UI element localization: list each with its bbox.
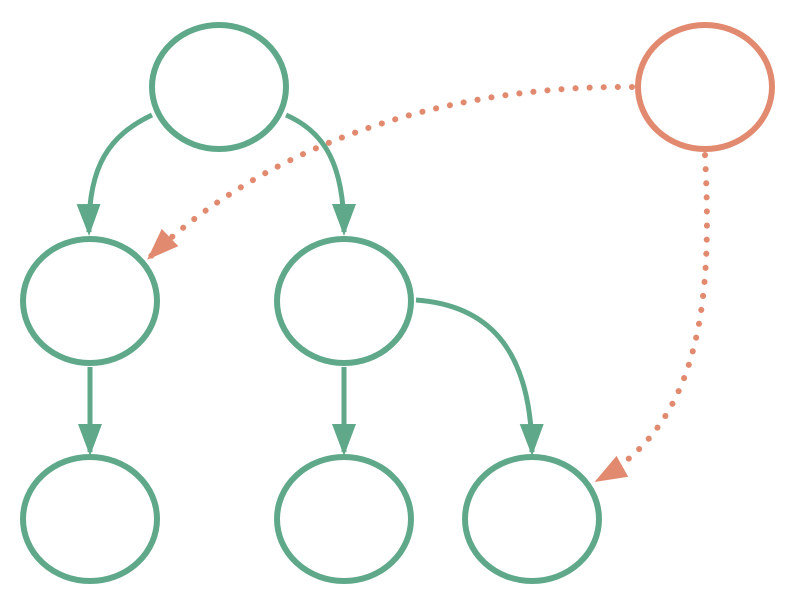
nodes-layer [20,22,775,584]
node-n4 [20,454,160,584]
edge-n3-to-n6 [415,297,544,456]
node-n7 [635,22,775,152]
node-n5 [274,454,414,584]
edge-n7-to-n6 [594,152,710,483]
edges-layer [76,83,710,483]
node-n6 [462,454,602,584]
edge-n1-to-n3 [284,112,356,236]
node-n2 [20,236,160,366]
edge-n1-to-n2 [76,112,154,236]
node-n1 [149,22,289,152]
node-n3 [274,236,414,366]
edge-n7-to-n2 [147,83,635,260]
